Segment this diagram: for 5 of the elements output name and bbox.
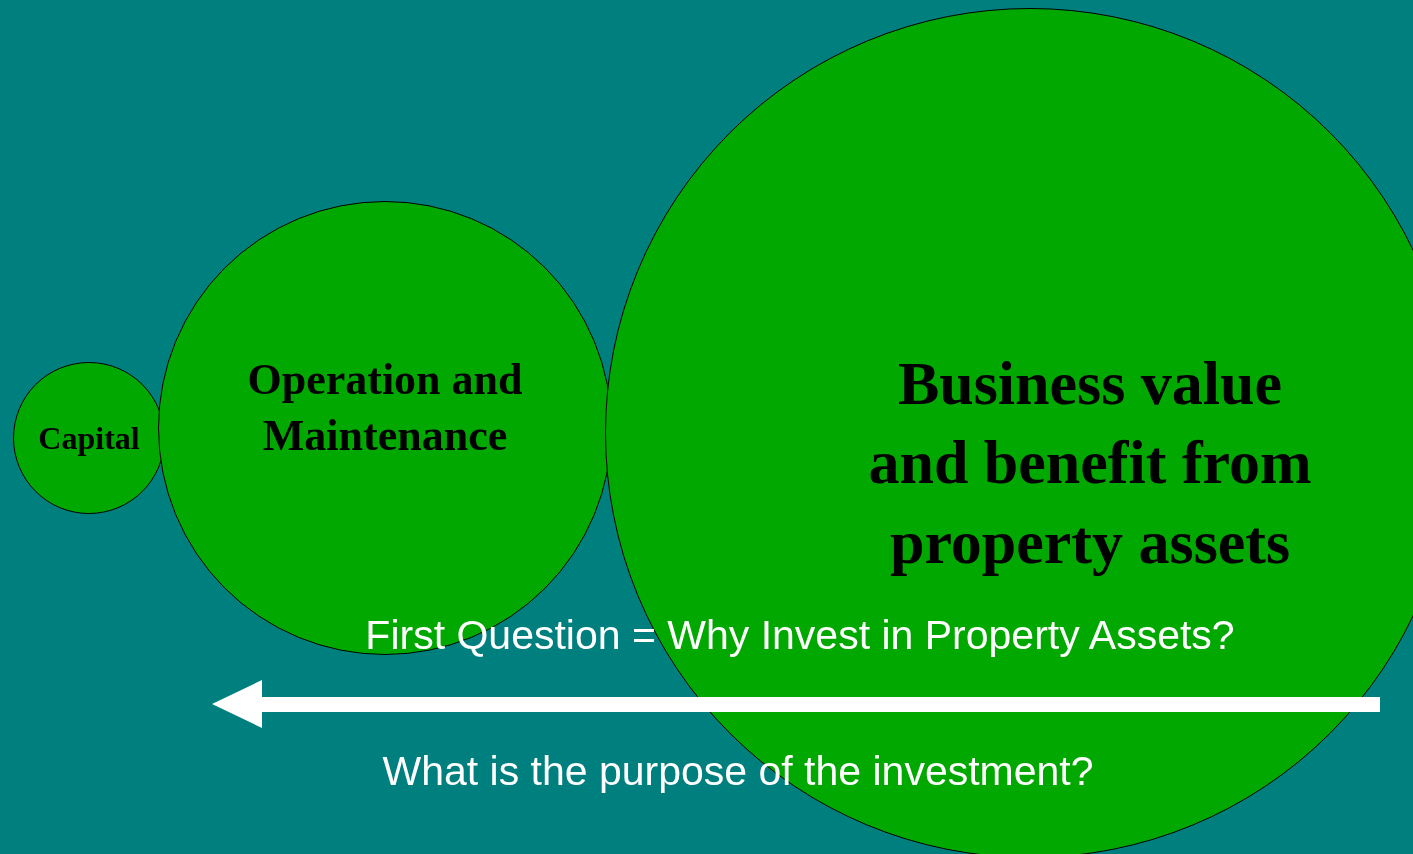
question-text: First Question = Why Invest in Property Assets?: [365, 612, 1235, 659]
question-text: What is the purpose of the investment?: [382, 748, 1094, 795]
node-label: Capital: [38, 418, 140, 458]
node-label: Business value and benefit from property assets: [867, 347, 1313, 578]
node-label: Operation and Maintenance: [246, 353, 524, 462]
